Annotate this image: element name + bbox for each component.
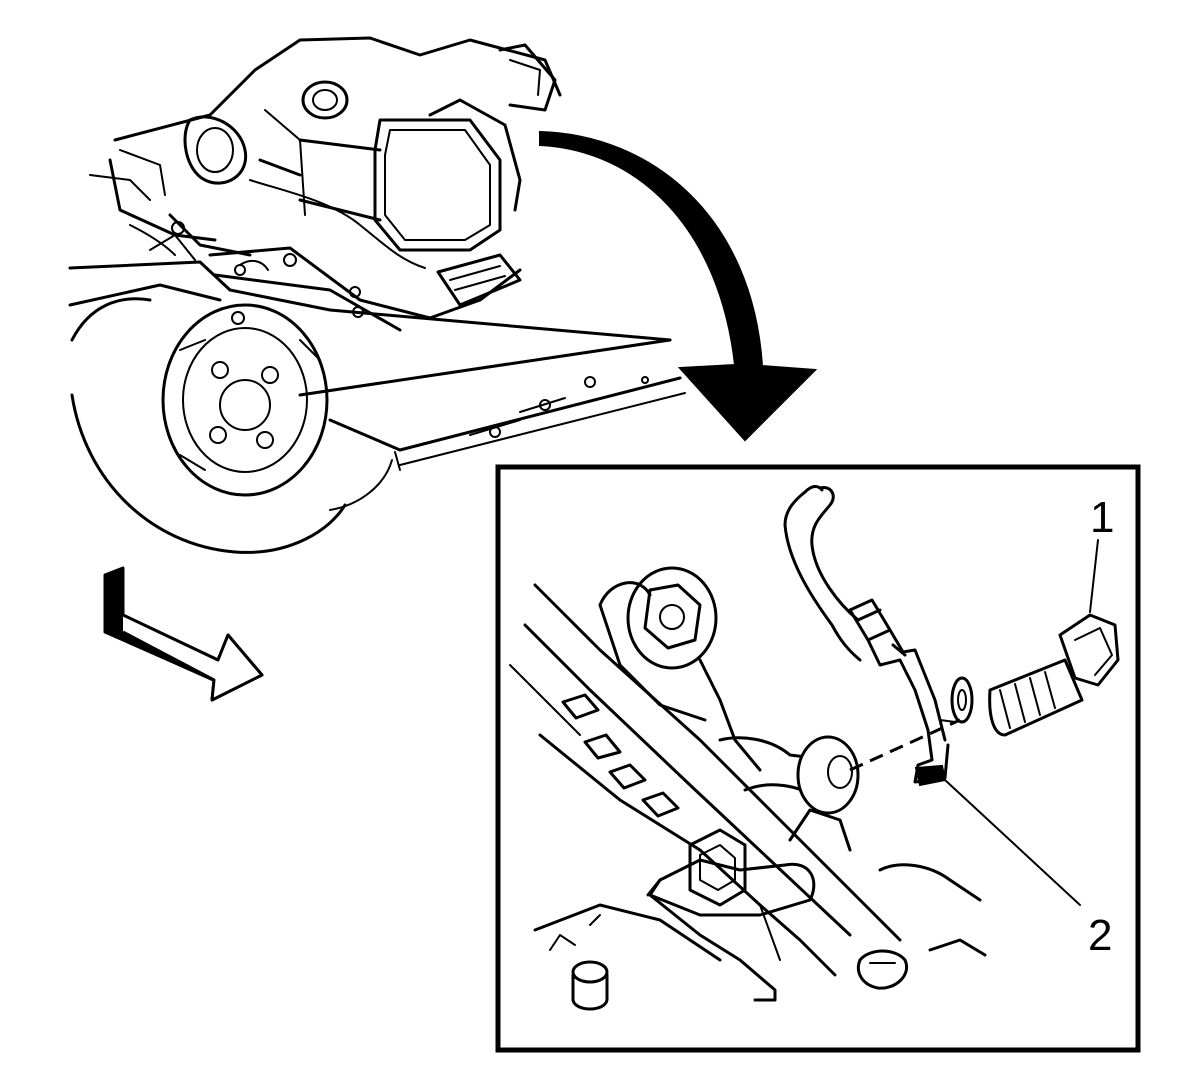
direction-arrow-icon [103, 566, 264, 702]
callout-label-1: 1 [1090, 493, 1114, 542]
callout-label-2: 2 [1088, 911, 1112, 960]
curved-arrow-icon [539, 130, 818, 442]
detail-inset: 1 2 [495, 464, 1141, 1053]
vehicle-underside-overview [68, 36, 686, 554]
